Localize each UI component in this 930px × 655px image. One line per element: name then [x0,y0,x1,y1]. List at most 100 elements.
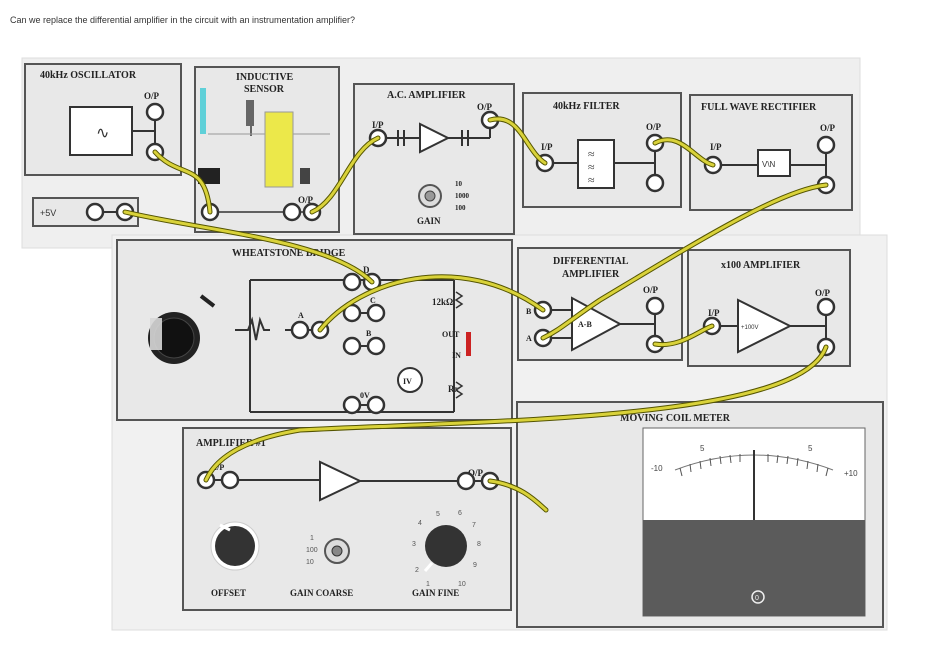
fine-value-1: 1 [426,581,430,588]
filter-icon: ≈ [588,147,595,161]
bridge-b-terminal[interactable] [342,336,362,356]
oscillator-module: 40kHz OSCILLATOR O/P ∿ [24,63,182,176]
fine-value-2: 2 [415,567,419,574]
oscillator-title: 40kHz OSCILLATOR [40,70,137,81]
coarse-value-100: 100 [306,547,318,554]
coarse-value-1: 1 [310,535,314,542]
filter-gnd-terminal[interactable] [645,173,665,193]
amplifier-1-module: AMPLIFIER #1 I/P O/P OFFSET 1 100 10 GAI… [182,427,512,611]
diff-amp-op-label: O/P [643,285,659,295]
bridge-0v-terminal[interactable] [342,395,362,415]
amp1-title: AMPLIFIER #1 [196,438,266,449]
coarse-value-10: 10 [306,559,314,566]
bridge-a-label: A [298,311,304,320]
rectifier-box [757,149,791,177]
svg-text:≈: ≈ [588,160,595,174]
sensor-gnd-terminal[interactable] [282,202,302,222]
bridge-c-label: C [370,296,376,305]
meter-mid-right-label: 5 [808,444,813,453]
amp1-ip-gnd-terminal[interactable] [220,470,240,490]
fine-value-7: 7 [472,522,476,529]
filter-op-label: O/P [646,122,662,132]
meter-zero-label: 0 [755,595,759,602]
ac-amplifier-module: A.C. AMPLIFIER I/P O/P 10 1000 100 GAIN [353,83,515,235]
wheatstone-bridge-module: WHEATSTONE BRIDGE A D C B IV 0V 12kΩ [116,239,513,421]
patch-wires [122,116,829,513]
bridge-rx-label: Rx [448,384,459,394]
fine-value-5: 5 [436,511,440,518]
amp1-ip-label: I/P [214,463,224,472]
question-text: Can we replace the differential amplifie… [10,15,356,25]
bridge-r1-label: 12kΩ [432,297,453,307]
gain-fine-scale: 1 2 3 4 5 6 7 8 9 10 [412,510,481,588]
supply-label: +5V [40,208,56,218]
fine-value-4: 4 [418,520,422,527]
ac-amp-op-label: O/P [477,102,493,112]
gain-fine-knob[interactable] [425,525,467,567]
meter-zero-adjust[interactable] [751,590,765,604]
bridge-d-terminal[interactable] [342,272,362,292]
sensor-core [264,111,294,188]
filter-title: 40kHz FILTER [553,101,620,112]
oscillator-op-terminal[interactable] [145,102,165,122]
x100-amp-op-terminal[interactable] [816,297,836,317]
meter-right-label: +10 [844,469,858,478]
inductive-sensor-module: INDUCTIVE SENSOR O/P [194,66,340,233]
ac-amp-ip-label: I/P [372,120,384,130]
ac-amp-title: A.C. AMPLIFIER [387,90,466,101]
sensor-probe [200,88,206,134]
filter-module: 40kHz FILTER I/P O/P ≈ ≈ ≈ [522,92,682,208]
bridge-a-terminal[interactable] [290,320,310,340]
x100-amp-gain-text: +100V [741,325,759,331]
bridge-b2-terminal[interactable] [366,336,386,356]
bridge-resistor [466,332,471,356]
bridge-title: WHEATSTONE BRIDGE [232,248,346,259]
ac-amp-gain-100: 100 [455,204,466,212]
fine-value-10: 10 [458,581,466,588]
fine-value-9: 9 [473,562,477,569]
bridge-0v2-terminal[interactable] [366,395,386,415]
oscillator-op-label: O/P [144,91,160,101]
supply-terminal-1[interactable] [85,202,105,222]
bridge-0v-label: 0V [360,391,370,400]
sensor-op-label: O/P [298,195,314,205]
meter-mid-left-label: 5 [700,444,705,453]
ac-amp-gain-1000: 1000 [455,192,470,200]
sensor-title-line2: SENSOR [244,84,285,95]
rectifier-op-terminal[interactable] [816,135,836,155]
amp1-gnd-terminal[interactable] [456,471,476,491]
bridge-c2-terminal[interactable] [366,303,386,323]
bridge-d-label: D [363,265,370,275]
x100-amp-triangle [737,298,793,354]
bridge-out-label: OUT [442,330,460,339]
supply-5v: +5V [32,197,139,227]
fine-value-3: 3 [412,541,416,548]
offset-knob[interactable] [215,526,255,566]
sine-icon: ∿ [96,125,109,142]
fine-value-6: 6 [458,510,462,517]
rectifier-op-label: O/P [820,123,836,133]
gain-fine-label: GAIN FINE [412,588,459,598]
bridge-in-label: IN [452,351,461,360]
x100-amp-title: x100 AMPLIFIER [721,260,801,271]
meter-title: MOVING COIL METER [620,413,731,424]
rectifier-module: FULL WAVE RECTIFIER I/P O/P V\N [689,94,853,211]
diff-amp-op-terminal[interactable] [645,296,665,316]
diff-amp-title-line1: DIFFERENTIAL [553,256,629,267]
rectifier-symbol: V\N [762,160,776,169]
ac-amp-gain-10: 10 [455,180,463,188]
svg-text:≈: ≈ [588,173,595,187]
filter-ip-label: I/P [541,142,553,152]
amp1-op-label: O/P [468,468,484,478]
x100-amp-ip-label: I/P [708,308,720,318]
sensor-title-line1: INDUCTIVE [236,72,294,83]
diff-amp-aminusb: A-B [578,320,592,329]
diff-amp-a-label: A [526,334,532,343]
ac-amp-gain-label: GAIN [417,216,441,226]
filter-box [577,139,615,189]
bridge-iv-label: IV [403,377,412,386]
diff-amp-b-label: B [526,307,532,316]
x100-amplifier-module: x100 AMPLIFIER O/P I/P +100V [687,249,851,367]
rectifier-title: FULL WAVE RECTIFIER [701,102,817,113]
